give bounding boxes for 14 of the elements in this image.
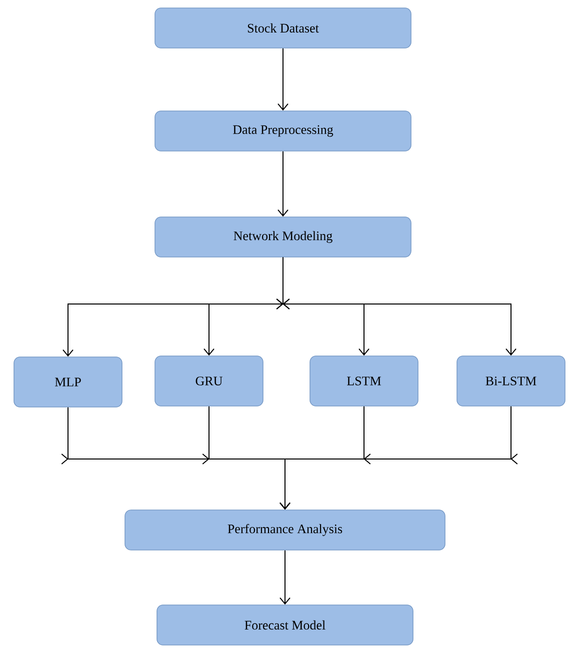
process-box: GRU	[154, 356, 264, 406]
process-box: Stock Dataset	[154, 8, 412, 48]
process-box: Forecast Model	[156, 604, 414, 646]
process-box: Network Modeling	[154, 216, 412, 258]
process-box: MLP	[14, 356, 122, 408]
process-box: Bi-LSTM	[456, 356, 566, 406]
process-box: LSTM	[310, 356, 418, 406]
arrow	[276, 256, 516, 356]
arrow	[278, 150, 288, 217]
process-box: Data Preprocessing	[154, 110, 412, 152]
arrow	[280, 550, 290, 605]
arrow	[278, 48, 288, 111]
arrow	[280, 406, 518, 510]
process-box: Performance Analysis	[124, 510, 446, 550]
